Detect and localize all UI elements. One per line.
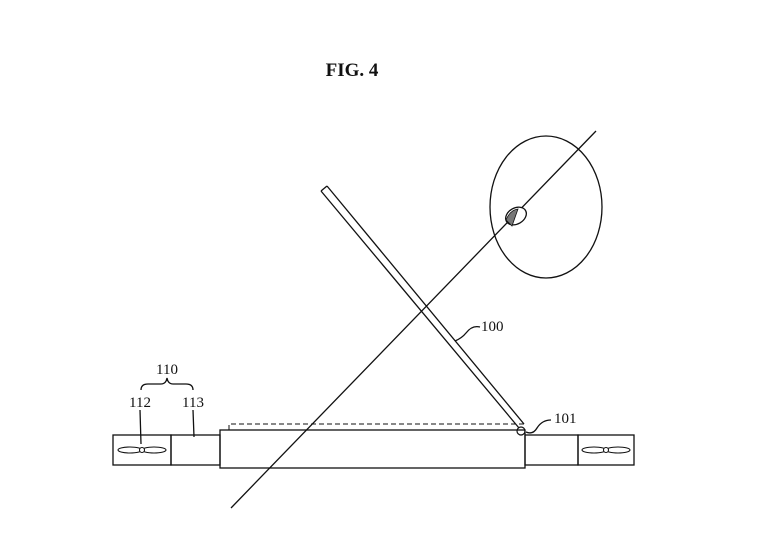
leader-112 [139,409,142,445]
label-101: 101 [554,411,577,427]
rod-member [320,185,525,429]
disc-ellipse [489,135,603,279]
leader-100 [454,325,481,342]
hinge-pivot [516,426,526,436]
disc-hub-shade [505,208,519,227]
central-body [219,429,526,469]
leader-113 [192,409,195,438]
left-fan-box [112,434,172,466]
left-connector [170,434,221,466]
label-113: 113 [182,395,204,411]
right-connector [524,434,579,466]
label-100: 100 [481,319,504,335]
dashed-outline [228,423,525,430]
leader-101 [525,419,552,434]
figure-title: FIG. 4 [326,60,379,81]
brace-110 [140,377,194,391]
right-fan-box [577,434,635,466]
label-110: 110 [156,362,178,378]
left-propeller-icon [117,446,167,454]
axis-line [230,130,597,509]
label-112: 112 [129,395,151,411]
right-propeller-icon [581,446,631,454]
disc-hub [505,206,527,226]
